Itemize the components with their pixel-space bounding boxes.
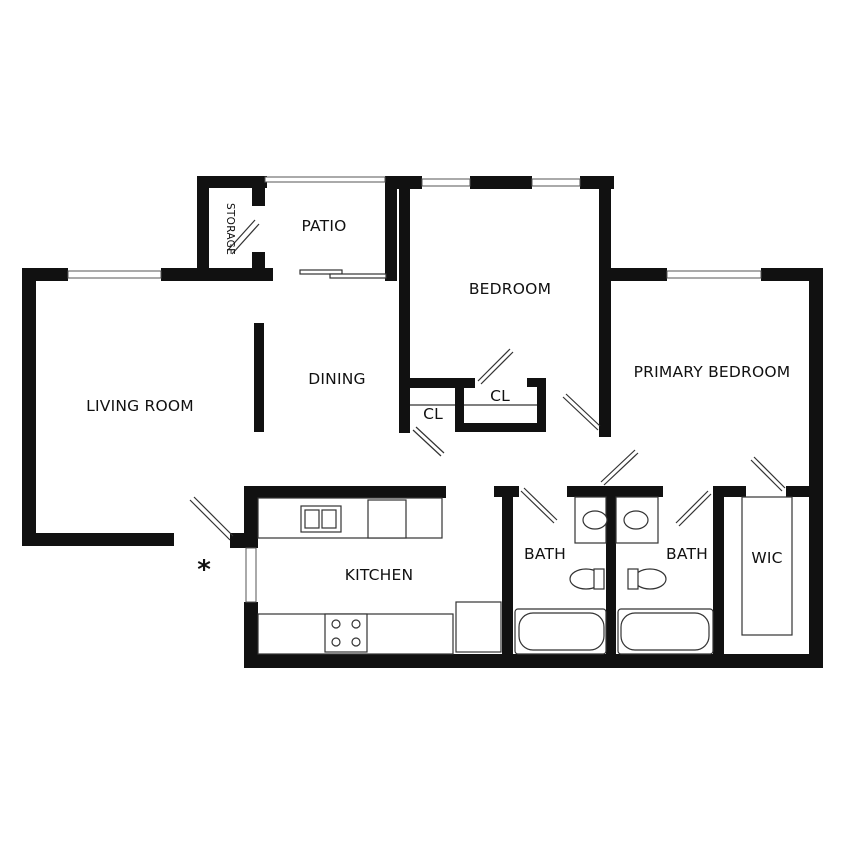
kitchen-fixtures xyxy=(257,497,502,655)
wall-living-left xyxy=(22,268,36,546)
wall-bedroom-top-mid xyxy=(470,176,532,189)
refrigerator-icon xyxy=(455,601,502,653)
label-living-room: LIVING ROOM xyxy=(86,397,194,415)
wall-closet2-right xyxy=(537,378,546,432)
dishwasher-icon xyxy=(367,499,407,539)
wall-storage-top xyxy=(197,176,267,188)
door-storage-b xyxy=(231,223,260,255)
entry-marker: * xyxy=(197,555,211,585)
door-bath2 xyxy=(675,490,709,524)
wall-kitchen-left-lower xyxy=(244,602,258,668)
wall-closet2-bottom xyxy=(455,423,546,432)
label-closet-2: CL xyxy=(490,387,510,405)
bath-fixtures xyxy=(514,496,714,655)
wall-living-top-right xyxy=(161,268,273,281)
door-bedroom xyxy=(562,396,599,431)
wall-storage-left xyxy=(197,176,209,281)
door-closet2-b xyxy=(480,351,514,385)
door-entry xyxy=(189,499,231,541)
label-storage: STORAGE xyxy=(224,203,236,255)
label-bath-1: BATH xyxy=(524,545,566,563)
door-bath1-b xyxy=(523,487,558,521)
walls xyxy=(22,176,823,668)
wall-primary-right xyxy=(809,268,823,668)
door-primary xyxy=(600,449,636,483)
window-kitchen xyxy=(245,547,257,603)
window-primary xyxy=(666,270,762,279)
wall-wic-top-left xyxy=(713,486,746,497)
wall-storage-right-lower xyxy=(252,252,265,281)
door-closet1 xyxy=(412,429,442,457)
sliding-door-patio xyxy=(299,269,387,279)
label-bath-2: BATH xyxy=(666,545,708,563)
label-patio: PATIO xyxy=(302,217,347,235)
wall-kitchen-left-nub xyxy=(230,533,258,548)
wic-shelf xyxy=(741,496,793,636)
wall-closet-top xyxy=(399,378,475,388)
doors xyxy=(189,219,786,541)
wall-bath2-right xyxy=(713,486,724,668)
door-bedroom-b xyxy=(565,393,601,427)
window-living xyxy=(67,270,162,279)
wall-storage-right-upper xyxy=(252,176,265,206)
door-wic-b xyxy=(753,456,786,489)
wall-dining-partition xyxy=(254,323,264,432)
wall-closet-divider xyxy=(455,378,464,432)
door-closet1-b xyxy=(415,426,445,454)
wall-closet2-top-right xyxy=(527,378,546,387)
kitchen-counter-top xyxy=(257,497,443,539)
label-dining: DINING xyxy=(308,370,365,388)
window-bedroom-right xyxy=(531,178,581,187)
wall-bath1-left xyxy=(502,486,513,668)
window-bedroom-left xyxy=(421,178,471,187)
wall-kitchen-top xyxy=(244,486,446,498)
wall-wic-top-right xyxy=(786,486,823,497)
stove-icon xyxy=(324,613,368,653)
bath2-toilet-icon xyxy=(633,568,667,590)
windows xyxy=(67,176,762,603)
wall-primary-top-left xyxy=(599,268,667,281)
door-wic xyxy=(750,459,783,492)
wall-bedroom-left xyxy=(399,176,410,433)
room-labels: LIVING ROOM DINING PATIO STORAGE BEDROOM… xyxy=(86,203,790,585)
door-entry-b xyxy=(193,496,234,537)
wall-kitchen-left-upper xyxy=(244,486,258,548)
wall-patio-right xyxy=(385,176,397,281)
label-kitchen: KITCHEN xyxy=(345,566,414,584)
wall-bath1-top-left xyxy=(494,486,519,497)
door-storage xyxy=(227,219,256,251)
wall-bath-divider xyxy=(606,486,616,668)
door-bath1 xyxy=(520,490,555,524)
door-bath2-b xyxy=(678,493,712,527)
label-bedroom: BEDROOM xyxy=(469,280,551,298)
wall-bedroom-right xyxy=(599,176,611,437)
door-primary-b xyxy=(603,452,639,486)
label-closet-1: CL xyxy=(423,405,443,423)
door-closet2 xyxy=(477,348,511,382)
wall-living-bottom xyxy=(22,533,174,546)
wall-primary-top-right xyxy=(761,268,823,281)
window-patio xyxy=(264,176,386,183)
label-wic: WIC xyxy=(751,549,782,567)
label-primary-bedroom: PRIMARY BEDROOM xyxy=(634,363,791,381)
closet-interiors xyxy=(410,404,793,636)
wall-bottom xyxy=(244,654,823,668)
